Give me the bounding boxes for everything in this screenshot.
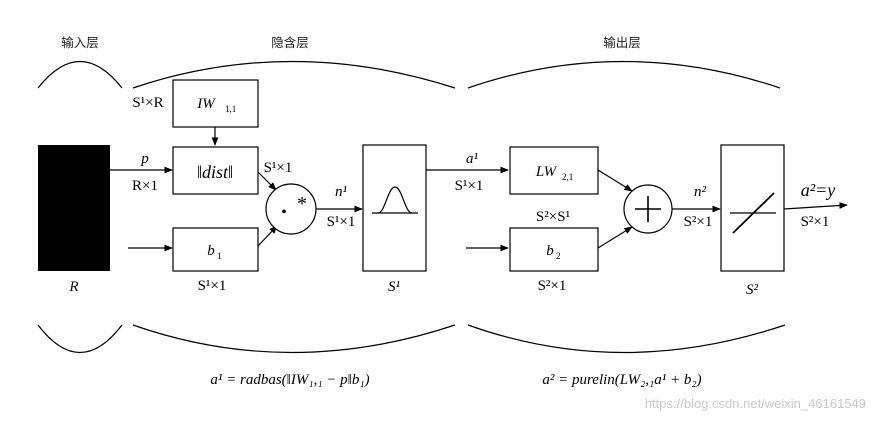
a1-label: a¹ xyxy=(466,151,479,167)
output-size-label: S²×1 xyxy=(801,214,830,230)
output-layer-top-brace xyxy=(467,60,781,89)
n1-size-label: S¹×1 xyxy=(327,214,356,230)
b1-size-label: S¹×1 xyxy=(198,278,227,294)
IW-weight-box xyxy=(172,79,259,128)
output-arrow xyxy=(783,202,848,210)
LW-to-sum-arrow xyxy=(597,169,633,192)
b1-bias-box xyxy=(172,227,259,272)
n2-size-label: S²×1 xyxy=(684,214,713,230)
purelin-transfer-box xyxy=(720,144,785,272)
radbas-transfer-box xyxy=(362,144,427,272)
hidden-layer-top-brace xyxy=(132,60,456,89)
input-layer-title: 输入层 xyxy=(61,35,99,50)
watermark-text: https://blog.csdn.net/weixin_46161549 xyxy=(645,396,866,411)
radbas-curve-icon xyxy=(377,186,413,214)
IW-label: IW xyxy=(196,96,216,112)
p-label: p xyxy=(140,151,149,167)
S2-box-label: S² xyxy=(746,282,759,298)
output-layer-bottom-brace xyxy=(467,324,786,354)
b2-to-sum-arrow xyxy=(597,226,633,249)
b1-label: b xyxy=(207,243,215,259)
LW-label: LW xyxy=(535,164,558,180)
input-layer-top-brace xyxy=(37,61,123,89)
LW-subscript: 2,1 xyxy=(562,172,573,182)
n1-label: n¹ xyxy=(335,184,348,200)
S1-times-R-label: S¹×R xyxy=(132,95,163,111)
a1-size-label: S¹×1 xyxy=(455,178,484,194)
S1-box-label: S¹ xyxy=(388,279,401,295)
IW-subscript: 1,1 xyxy=(225,104,236,114)
output-layer-equation: a² = purelin(LW₂,₁a¹ + b₂) xyxy=(542,372,701,388)
dist-to-mult-arrow xyxy=(257,171,277,191)
LW-weight-box xyxy=(509,146,599,195)
input-vector-block xyxy=(38,145,110,271)
n2-label: n² xyxy=(694,184,707,200)
hidden-layer-bottom-brace xyxy=(132,324,456,354)
b2-subscript: 2 xyxy=(556,251,561,261)
dist-output-size-label: S¹×1 xyxy=(264,160,293,176)
S2xS1-label: S²×S¹ xyxy=(536,209,570,225)
elementwise-multiply-node xyxy=(265,183,317,235)
R-times-1-label: R×1 xyxy=(132,178,158,194)
dot-symbol: • xyxy=(281,204,287,221)
input-layer-bottom-brace xyxy=(37,324,123,353)
purelin-line-icon xyxy=(732,192,775,234)
b2-bias-box xyxy=(509,227,599,272)
b2-label: b xyxy=(546,243,554,259)
b1-subscript: 1 xyxy=(217,251,222,261)
hidden-layer-title: 隐含层 xyxy=(271,35,309,50)
input-R-label: R xyxy=(68,279,78,295)
output-layer-title: 输出层 xyxy=(603,35,641,50)
b2-size-label: S²×1 xyxy=(538,278,567,294)
hidden-layer-equation: a¹ = radbas(‖IW₁,₁ − p‖b₁) xyxy=(210,372,369,388)
a2-y-label: a²=y xyxy=(801,180,836,200)
dist-box xyxy=(172,146,259,195)
b1-to-mult-arrow xyxy=(257,225,278,247)
multiply-symbol: * xyxy=(297,193,307,215)
dist-label: ‖dist‖ xyxy=(197,162,233,182)
